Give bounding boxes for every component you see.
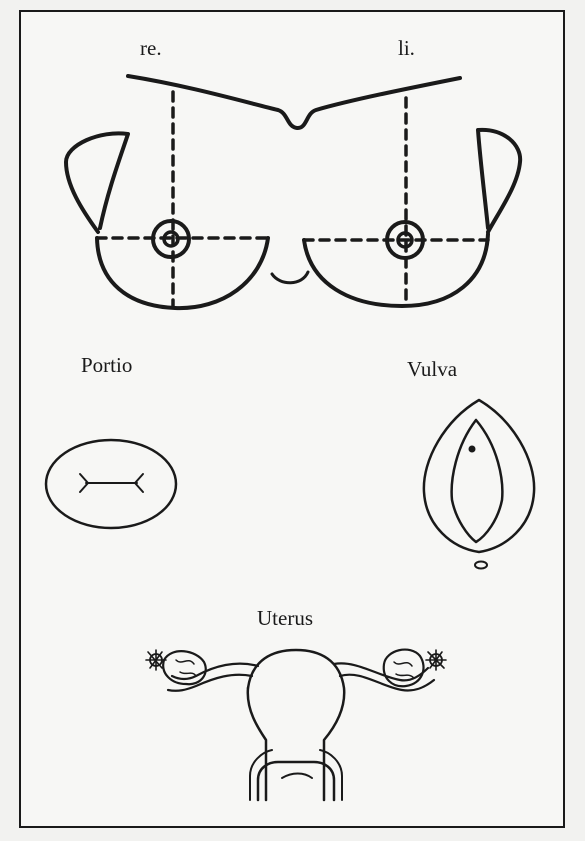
right-breast-outline: [97, 238, 268, 308]
uterus-diagram: [146, 650, 446, 800]
cervix: [258, 762, 334, 800]
left-fimbriae: [426, 650, 446, 670]
uterus-label: Uterus: [257, 606, 313, 631]
left-arm-outline: [478, 130, 520, 232]
anus: [475, 562, 487, 569]
uterus-body: [248, 650, 344, 800]
right-arm-outline: [66, 133, 128, 232]
left-breast-outline: [304, 234, 488, 306]
breast-diagram: [66, 76, 520, 308]
right-side-label: re.: [140, 36, 162, 61]
left-side-label: li.: [398, 36, 415, 61]
sternum-curve: [272, 272, 308, 283]
chest-outline: [128, 76, 460, 128]
vulva-inner-outline: [452, 420, 503, 542]
vulva-diagram: [424, 400, 534, 569]
urethral-opening: [469, 446, 476, 453]
vulva-label: Vulva: [407, 357, 457, 382]
portio-label: Portio: [81, 353, 132, 378]
portio-diagram: [46, 440, 176, 528]
cervical-os: [80, 474, 143, 492]
